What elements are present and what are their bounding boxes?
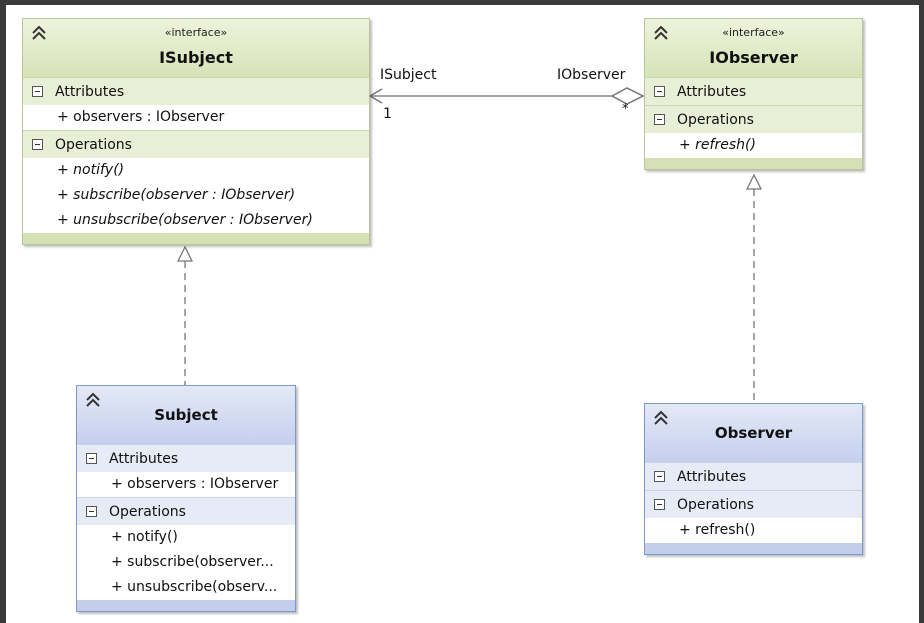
- collapse-minus-icon[interactable]: [654, 86, 665, 97]
- collapse-minus-icon[interactable]: [654, 471, 665, 482]
- diagram-canvas: ISubject 1 IObserver * «interface» ISubj…: [6, 5, 919, 623]
- realization-arrowhead-subject: [176, 245, 194, 262]
- iobserver-class[interactable]: «interface» IObserver Attributes Operati…: [644, 18, 863, 170]
- class-footer: [23, 233, 369, 244]
- class-footer: [645, 158, 862, 169]
- operations-section-header[interactable]: Operations: [645, 490, 862, 518]
- attributes-section-header[interactable]: Attributes: [645, 462, 862, 490]
- collapse-minus-icon[interactable]: [654, 114, 665, 125]
- association-source-multiplicity: 1: [383, 106, 392, 122]
- operation-item[interactable]: + unsubscribe(observ...: [77, 575, 295, 600]
- class-footer: [645, 543, 862, 554]
- operations-section-header[interactable]: Operations: [77, 497, 295, 525]
- operation-item[interactable]: + subscribe(observer : IObserver): [23, 183, 369, 208]
- attributes-section-header[interactable]: Attributes: [77, 444, 295, 472]
- association-target-multiplicity: *: [622, 102, 629, 117]
- operations-label: Operations: [677, 112, 754, 128]
- class-name: Observer: [714, 424, 793, 442]
- operation-item[interactable]: + refresh(): [645, 518, 862, 543]
- operation-item[interactable]: + notify(): [77, 525, 295, 550]
- operations-section-header[interactable]: Operations: [23, 130, 369, 158]
- aggregation-diamond: [610, 87, 645, 105]
- attributes-label: Attributes: [677, 469, 747, 485]
- operation-item[interactable]: + refresh(): [645, 133, 862, 158]
- attributes-section-header[interactable]: Attributes: [23, 77, 369, 105]
- stereotype-label: «interface»: [164, 26, 228, 39]
- collapse-minus-icon[interactable]: [86, 506, 97, 517]
- realization-arrowhead-observer: [745, 173, 763, 190]
- class-footer: [77, 600, 295, 611]
- attribute-item[interactable]: + observers : IObserver: [23, 105, 369, 130]
- isubject-class[interactable]: «interface» ISubject Attributes + observ…: [22, 18, 370, 245]
- collapse-minus-icon[interactable]: [32, 139, 43, 150]
- class-header: «interface» ISubject: [23, 19, 369, 77]
- collapse-chevron-icon[interactable]: [652, 24, 670, 42]
- class-name: IObserver: [709, 48, 798, 67]
- association-source-role: ISubject: [380, 67, 437, 83]
- operation-item[interactable]: + subscribe(observer...: [77, 550, 295, 575]
- association-target-role: IObserver: [557, 67, 626, 83]
- operations-label: Operations: [677, 497, 754, 513]
- operations-label: Operations: [109, 504, 186, 520]
- class-name: Subject: [154, 406, 218, 424]
- association-arrowhead: [368, 88, 383, 104]
- operations-label: Operations: [55, 137, 132, 153]
- attribute-item[interactable]: + observers : IObserver: [77, 472, 295, 497]
- operation-item[interactable]: + notify(): [23, 158, 369, 183]
- attributes-label: Attributes: [109, 451, 179, 467]
- attributes-label: Attributes: [55, 84, 125, 100]
- stereotype-label: «interface»: [722, 26, 785, 39]
- collapse-minus-icon[interactable]: [654, 499, 665, 510]
- class-name: ISubject: [159, 48, 233, 67]
- collapse-minus-icon[interactable]: [32, 86, 43, 97]
- attributes-section-header[interactable]: Attributes: [645, 77, 862, 105]
- collapse-chevron-icon[interactable]: [84, 391, 102, 409]
- connectors-layer: [176, 87, 763, 403]
- collapse-minus-icon[interactable]: [86, 453, 97, 464]
- class-header: Observer: [645, 404, 862, 462]
- collapse-chevron-icon[interactable]: [652, 409, 670, 427]
- class-header: «interface» IObserver: [645, 19, 862, 77]
- operation-item[interactable]: + unsubscribe(observer : IObserver): [23, 208, 369, 233]
- subject-class[interactable]: Subject Attributes + observers : IObserv…: [76, 385, 296, 612]
- operations-section-header[interactable]: Operations: [645, 105, 862, 133]
- attributes-label: Attributes: [677, 84, 747, 100]
- observer-class[interactable]: Observer Attributes Operations + refresh…: [644, 403, 863, 555]
- class-header: Subject: [77, 386, 295, 444]
- collapse-chevron-icon[interactable]: [30, 24, 48, 42]
